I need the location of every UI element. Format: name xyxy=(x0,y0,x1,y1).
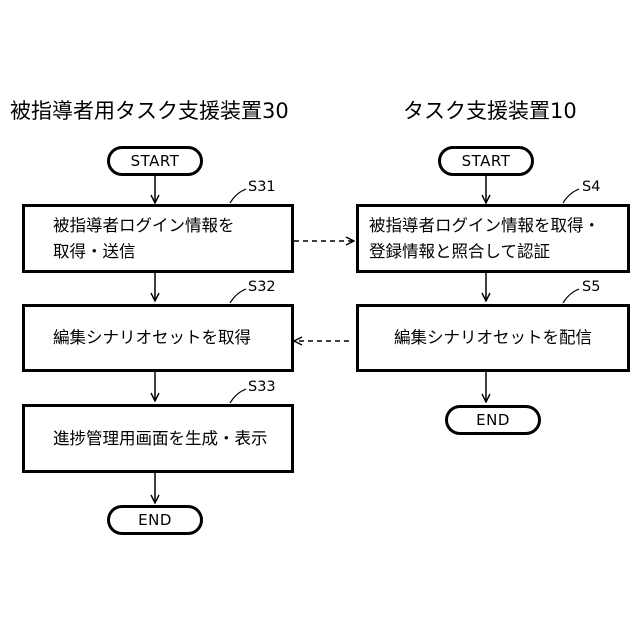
left-column-title: 被指導者用タスク支援装置30 xyxy=(10,101,289,122)
process-text-s33: 進捗管理用画面を生成・表示 xyxy=(53,426,291,452)
process-text-s31-line2: 取得・送信 xyxy=(53,239,291,265)
step-label-s5: S5 xyxy=(582,280,600,295)
process-text-s31-line1: 被指導者ログイン情報を xyxy=(53,213,291,239)
process-text-s4-line1: 被指導者ログイン情報を取得・ xyxy=(369,213,627,239)
step-label-s31: S31 xyxy=(248,180,276,195)
step-label-s4: S4 xyxy=(582,180,600,195)
right-start-terminator: START xyxy=(438,146,534,176)
leader-s32 xyxy=(230,289,246,303)
process-text-s4-line2: 登録情報と照合して認証 xyxy=(369,239,627,265)
process-box-s32: 編集シナリオセットを取得 xyxy=(22,304,294,372)
step-label-s33: S33 xyxy=(248,380,276,395)
process-text-s32: 編集シナリオセットを取得 xyxy=(53,325,291,351)
step-label-s32: S32 xyxy=(248,280,276,295)
process-box-s4: 被指導者ログイン情報を取得・ 登録情報と照合して認証 xyxy=(356,204,630,273)
process-box-s31: 被指導者ログイン情報を 取得・送信 xyxy=(22,204,294,273)
leader-s4 xyxy=(563,189,579,203)
leader-s33 xyxy=(230,389,246,403)
process-box-s5: 編集シナリオセットを配信 xyxy=(356,304,630,372)
process-box-s33: 進捗管理用画面を生成・表示 xyxy=(22,404,294,473)
process-text-s5: 編集シナリオセットを配信 xyxy=(394,325,592,351)
right-column-title: タスク支援装置10 xyxy=(403,101,577,122)
left-start-terminator: START xyxy=(107,146,203,176)
leader-s5 xyxy=(563,289,579,303)
right-end-terminator: END xyxy=(445,405,541,435)
left-end-terminator: END xyxy=(107,505,203,535)
leader-s31 xyxy=(230,189,246,203)
